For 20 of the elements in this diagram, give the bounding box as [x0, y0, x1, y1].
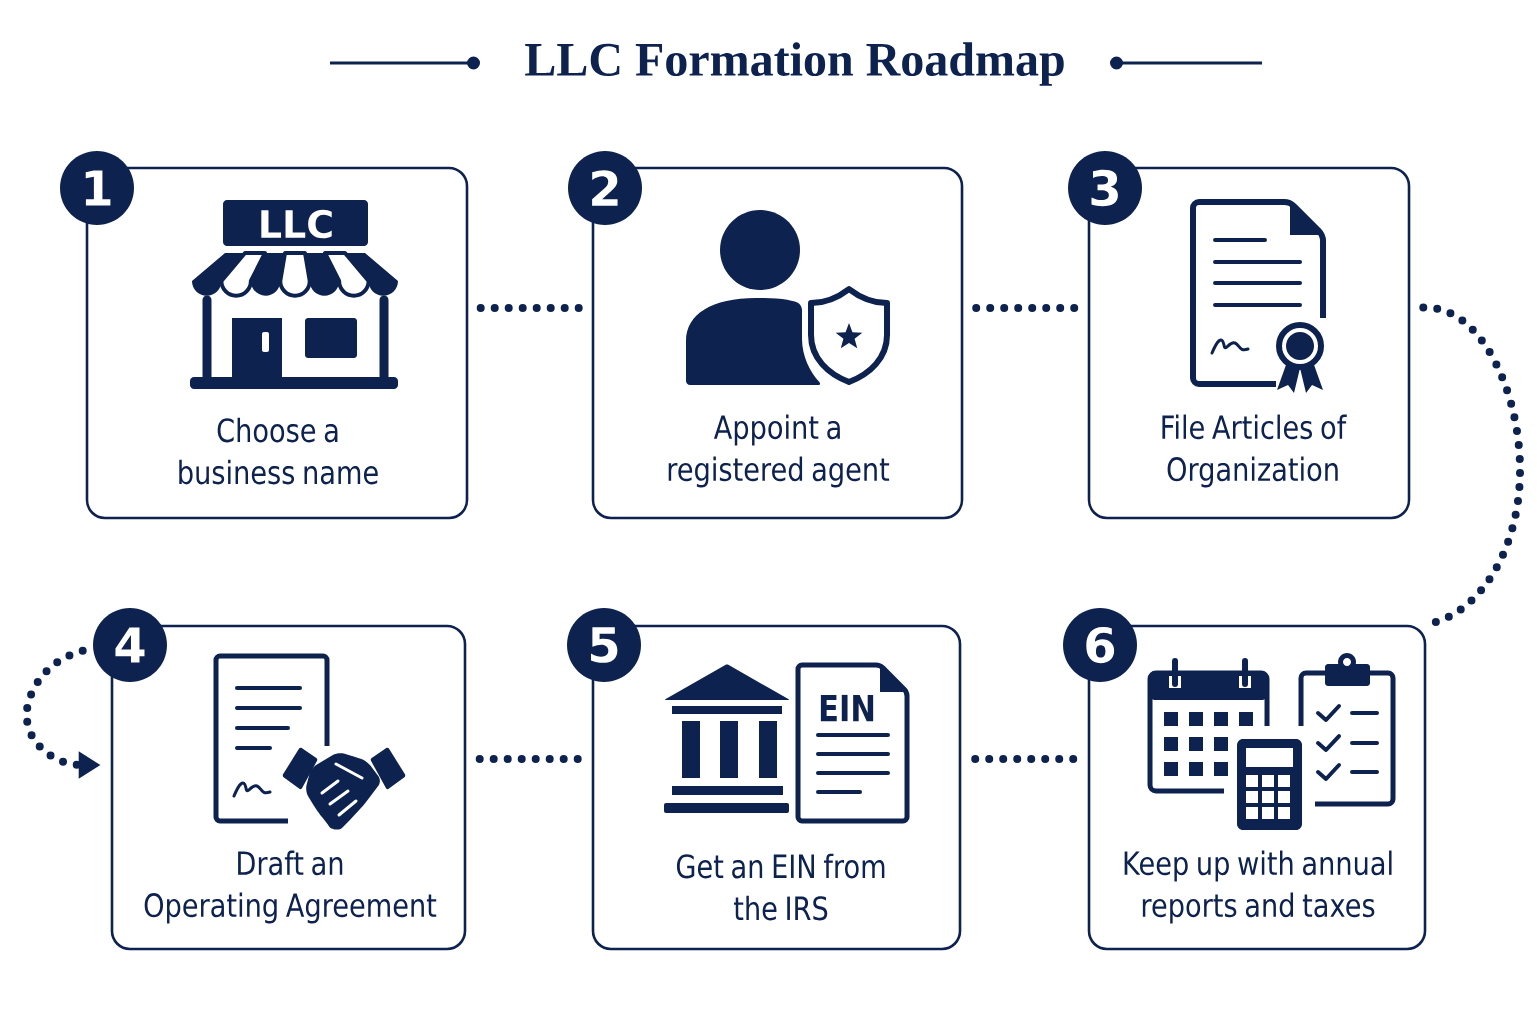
- step-number: 4: [93, 608, 167, 682]
- document-heading: EIN: [820, 694, 874, 722]
- sign-text: LLC: [261, 209, 332, 239]
- dotted-connector: [972, 304, 1079, 312]
- step-caption: Appoint a registered agent: [668, 414, 890, 488]
- title: LLC Formation Roadmap: [525, 42, 1064, 86]
- step-number: 2: [568, 151, 642, 225]
- dotted-connector: [1419, 303, 1524, 627]
- step-caption: Draft an Operating Agreement: [144, 850, 437, 924]
- dotted-connector: [475, 755, 583, 763]
- step-number: 1: [60, 151, 134, 225]
- step-number: 6: [1063, 608, 1137, 682]
- step-caption: Choose a business name: [179, 417, 378, 485]
- dotted-connector: [971, 755, 1078, 763]
- step-caption: Get an EIN from the IRS: [676, 853, 885, 921]
- dotted-connector: [476, 304, 584, 312]
- step-caption: Keep up with annual reports and taxes: [1124, 850, 1392, 924]
- step-number: 5: [567, 608, 641, 682]
- step-caption: File Articles of Organization: [1162, 414, 1347, 488]
- step-number: 3: [1068, 151, 1142, 225]
